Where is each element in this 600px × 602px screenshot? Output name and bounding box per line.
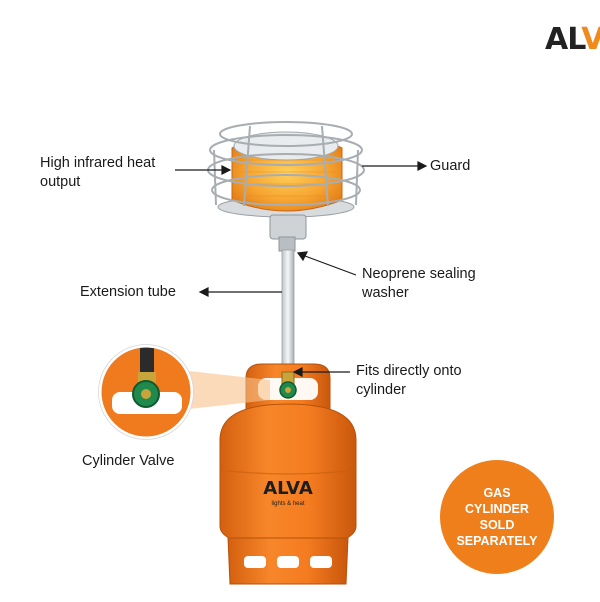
valve-zoom-circle [98,344,270,440]
cylinder-tagline: lights & heat [271,501,304,507]
logo-letters: ALV [545,22,600,57]
callout-arrows [175,161,428,377]
label-guard: Guard [430,158,471,174]
brand-logo: ALV [545,14,600,57]
gas-cylinder [219,363,357,585]
brand-logo-text: ALV [545,22,600,57]
badge-text: GAS CYLINDER SOLD SEPARATELY [456,486,538,548]
label-extension-tube: Extension tube [80,284,176,300]
label-infrared-heat: High infrared heat output [40,155,156,190]
sold-separately-badge: GAS CYLINDER SOLD SEPARATELY [440,460,554,574]
label-neoprene-washer: Neoprene sealing washer [362,266,476,301]
label-cylinder-valve: Cylinder Valve [82,453,175,469]
label-fits-cylinder: Fits directly onto cylinder [356,363,462,398]
heater-neck [269,214,307,252]
heater-head [217,131,355,218]
cylinder-brand: ALVA [263,478,313,499]
extension-tube [281,249,295,375]
